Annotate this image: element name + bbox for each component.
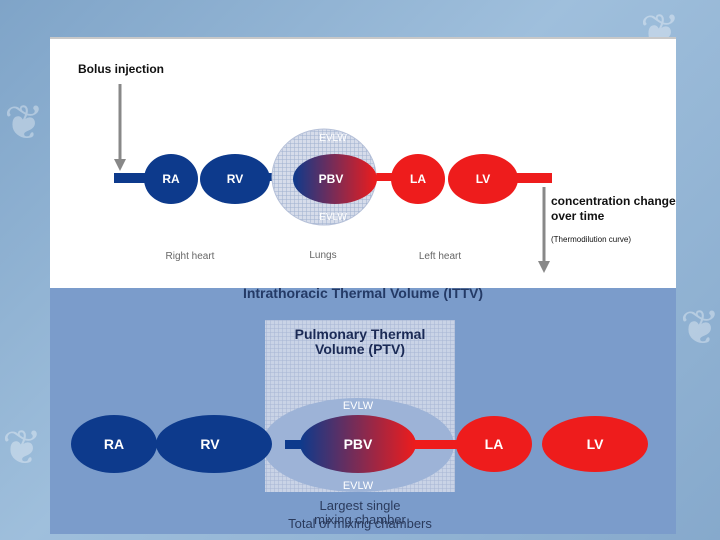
butterfly-decoration-icon: ❦ <box>4 95 44 151</box>
top-diagram-panel: Bolus injection EVLW EVLW RA RV PBV LA <box>50 37 676 290</box>
bottom-diagram: Intrathoracic Thermal Volume (ITTV) Pulm… <box>50 288 676 534</box>
right-heart-label: Right heart <box>166 251 215 262</box>
evlw-bottom-label: EVLW <box>343 480 374 492</box>
pbv-label: PBV <box>319 172 344 186</box>
lv-label: LV <box>476 172 490 186</box>
left-heart-label: Left heart <box>419 251 461 262</box>
ptv-label-line1: Pulmonary Thermal <box>295 326 426 342</box>
lungs-label: Lungs <box>309 250 336 261</box>
bottom-diagram-panel: Intrathoracic Thermal Volume (ITTV) Pulm… <box>50 288 676 534</box>
bolus-arrow-head <box>114 159 126 171</box>
la-label: LA <box>410 172 426 186</box>
ptv-label-line2: Volume (PTV) <box>315 341 405 357</box>
evlw-top-label: EVLW <box>319 133 347 144</box>
thermodilution-note: (Thermodilution curve) <box>551 235 631 244</box>
slide: Bolus injection EVLW EVLW RA RV PBV LA <box>50 37 676 534</box>
ra-label: RA <box>162 172 180 186</box>
top-diagram: Bolus injection EVLW EVLW RA RV PBV LA <box>50 39 676 290</box>
concentration-label-line2: over time <box>551 209 605 223</box>
concentration-label-line1: concentration changes <box>551 194 676 208</box>
rv-label: RV <box>227 172 243 186</box>
ra-label: RA <box>104 436 124 452</box>
bolus-injection-label: Bolus injection <box>78 62 164 76</box>
total-mixing-chambers-caption: Total of mixing chambers <box>288 516 432 531</box>
ittv-title: Intrathoracic Thermal Volume (ITTV) <box>243 288 483 301</box>
butterfly-decoration-icon: ❦ <box>680 300 720 356</box>
evlw-top-label: EVLW <box>343 400 374 412</box>
lv-label: LV <box>587 436 605 452</box>
la-label: LA <box>485 436 504 452</box>
butterfly-decoration-icon: ❦ <box>2 420 42 476</box>
evlw-bottom-label: EVLW <box>319 212 347 223</box>
pbv-label: PBV <box>344 436 373 452</box>
rv-label: RV <box>200 436 220 452</box>
concentration-arrow-head <box>538 261 550 273</box>
footer-caption: Total of mixing chambers <box>50 507 676 537</box>
